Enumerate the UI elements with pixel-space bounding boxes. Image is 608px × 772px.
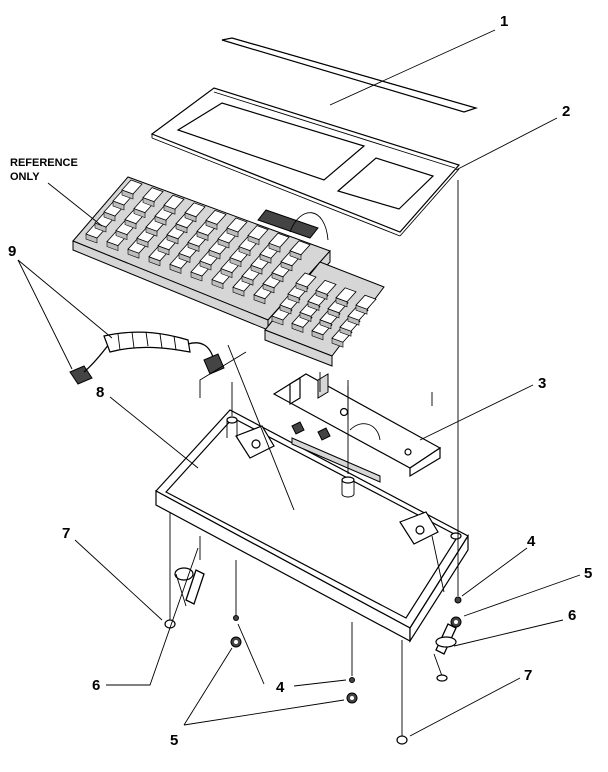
- part-1-strip: [221, 37, 479, 113]
- reference-label: REFERENCE: [10, 157, 78, 169]
- tray-hinge-left: [226, 416, 275, 459]
- callout-8: 8: [96, 384, 104, 401]
- screw-left: [233, 560, 239, 621]
- callout-4-right: 4: [527, 533, 536, 550]
- callout-1: 1: [500, 13, 508, 30]
- nut-bottom: [346, 692, 358, 704]
- keycap: [295, 272, 317, 288]
- keycap: [121, 179, 143, 195]
- callout-5-bottom: 5: [170, 732, 178, 749]
- keyboard-keys-main: [85, 179, 311, 305]
- callout-3: 3: [538, 375, 546, 392]
- foot-right: [396, 640, 408, 745]
- keycap: [226, 217, 248, 233]
- part-8-tray: [155, 380, 469, 644]
- leader-lines: [17, 29, 581, 737]
- keycap: [289, 240, 311, 256]
- part-2-bezel: [150, 87, 461, 237]
- nut-left: [230, 636, 242, 648]
- tilt-leg-right: [433, 623, 457, 682]
- keycap: [163, 194, 185, 210]
- keycap: [247, 225, 269, 241]
- keycap: [184, 202, 206, 218]
- screw-right: [454, 180, 462, 604]
- callout-7-left: 7: [62, 525, 70, 542]
- keycap: [142, 187, 164, 203]
- foot-left: [164, 512, 176, 629]
- part-3-bracket: [272, 372, 442, 478]
- callout-7-right: 7: [524, 667, 532, 684]
- callout-labels: 1 2 REFERENCE ONLY 9 3 8 7 4 5 6 6 4 7 5: [8, 13, 592, 749]
- screw-bottom: [349, 622, 355, 683]
- keycap: [315, 279, 337, 295]
- callout-6-left: 6: [92, 677, 100, 694]
- keyboard-reference: [72, 176, 385, 367]
- tray-hinge-right: [399, 511, 462, 545]
- callout-5-right: 5: [584, 565, 592, 582]
- tray-standoff: [341, 476, 355, 498]
- keycap: [335, 287, 357, 303]
- keyboard-keys-numpad: [271, 272, 377, 348]
- callout-4-bottom: 4: [276, 679, 285, 696]
- keycap: [205, 209, 227, 225]
- keycap: [355, 294, 377, 310]
- callout-9: 9: [8, 243, 16, 260]
- callout-6-right: 6: [568, 607, 576, 624]
- part-9-cable: [69, 331, 247, 398]
- nut-right: [450, 616, 462, 628]
- keycap: [268, 232, 290, 248]
- reference-label-only: ONLY: [10, 171, 40, 183]
- tilt-leg-left: [174, 567, 205, 607]
- callout-2: 2: [562, 103, 570, 120]
